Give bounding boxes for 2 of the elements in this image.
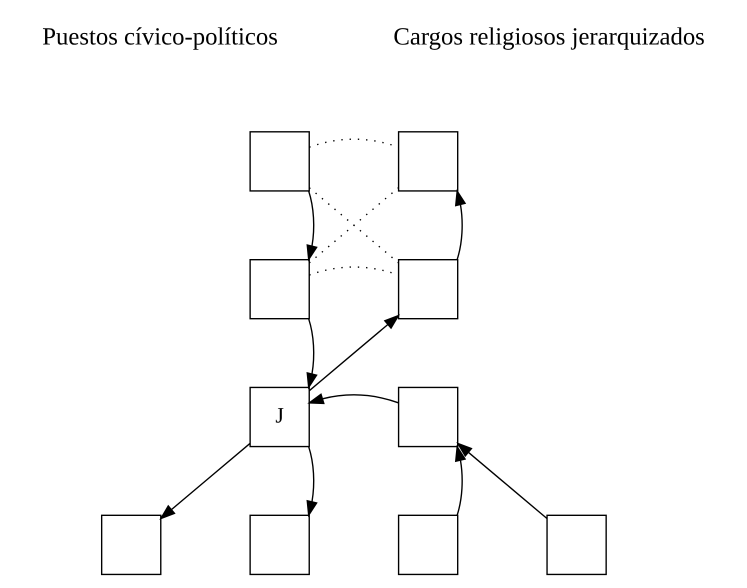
label: Cargos religiosos jerarquizados: [393, 23, 705, 50]
label: Puestos cívico-políticos: [42, 23, 278, 50]
